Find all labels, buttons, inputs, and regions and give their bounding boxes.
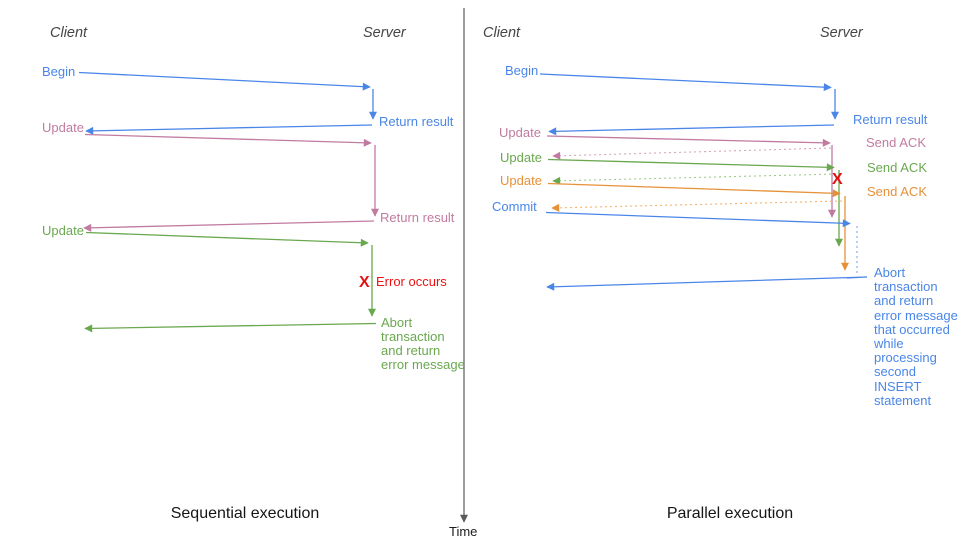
right-update-3-request-arrow bbox=[547, 182, 841, 198]
right-update-1-request-arrow bbox=[546, 135, 831, 147]
left-abort-line-1: Abort bbox=[381, 315, 412, 330]
right-abort-line-3: and return bbox=[874, 293, 933, 308]
left-return-result-1-label: Return result bbox=[379, 114, 454, 129]
right-send-ack-3-label: Send ACK bbox=[867, 184, 927, 199]
right-send-ack-3-arrow bbox=[551, 200, 843, 212]
right-return-result-arrow bbox=[548, 124, 835, 136]
left-abort-line-2: transaction bbox=[381, 329, 445, 344]
right-update-3-label: Update bbox=[500, 173, 542, 188]
left-server-header: Server bbox=[363, 25, 407, 41]
right-server-header: Server bbox=[820, 25, 864, 41]
left-abort-line-4: error message bbox=[381, 357, 465, 372]
right-update-2-request-arrow bbox=[547, 158, 835, 172]
right-begin-request-arrow bbox=[539, 73, 832, 92]
right-send-ack-1-arrow bbox=[552, 147, 832, 160]
left-error-x-icon: X bbox=[359, 274, 370, 291]
right-commit-request-arrow bbox=[545, 211, 851, 228]
right-abort-return-arrow bbox=[546, 276, 868, 291]
right-abort-line-5: that occurred bbox=[874, 322, 950, 337]
right-abort-line-6: while bbox=[873, 336, 904, 351]
left-return-result-2-label: Return result bbox=[380, 210, 455, 225]
left-update-1-request-arrow bbox=[84, 133, 372, 147]
right-abort-line-10: statement bbox=[874, 393, 931, 408]
right-abort-line-4: error message bbox=[874, 308, 958, 323]
right-begin-label: Begin bbox=[505, 63, 538, 78]
left-update-2-label: Update bbox=[42, 223, 84, 238]
right-abort-line-7: processing bbox=[874, 350, 937, 365]
left-caption: Sequential execution bbox=[171, 505, 320, 522]
right-client-header: Client bbox=[483, 25, 521, 41]
left-update-2-request-arrow bbox=[85, 231, 369, 247]
right-error-x-icon: X bbox=[832, 171, 843, 188]
right-return-result-label: Return result bbox=[853, 112, 928, 127]
left-client-header: Client bbox=[50, 25, 88, 41]
right-abort-line-2: transaction bbox=[874, 279, 938, 294]
left-abort-return-arrow bbox=[84, 322, 377, 333]
right-abort-line-9: INSERT bbox=[874, 379, 921, 394]
right-abort-line-8: second bbox=[874, 364, 916, 379]
left-update-1-label: Update bbox=[42, 120, 84, 135]
left-return-result-1-arrow bbox=[85, 124, 373, 135]
left-begin-request-arrow bbox=[78, 71, 371, 91]
right-caption: Parallel execution bbox=[667, 505, 793, 522]
right-update-2-label: Update bbox=[500, 150, 542, 165]
right-update-1-label: Update bbox=[499, 125, 541, 140]
right-send-ack-2-arrow bbox=[552, 173, 837, 185]
right-send-ack-1-label: Send ACK bbox=[866, 135, 926, 150]
left-error-occurs-label: Error occurs bbox=[376, 274, 447, 289]
left-return-result-2-arrow bbox=[83, 220, 375, 232]
left-abort-line-3: and return bbox=[381, 343, 440, 358]
right-abort-line-1: Abort bbox=[874, 265, 905, 280]
left-begin-label: Begin bbox=[42, 64, 75, 79]
right-commit-label: Commit bbox=[492, 199, 537, 214]
time-axis-label: Time bbox=[449, 524, 477, 539]
right-send-ack-2-label: Send ACK bbox=[867, 160, 927, 175]
